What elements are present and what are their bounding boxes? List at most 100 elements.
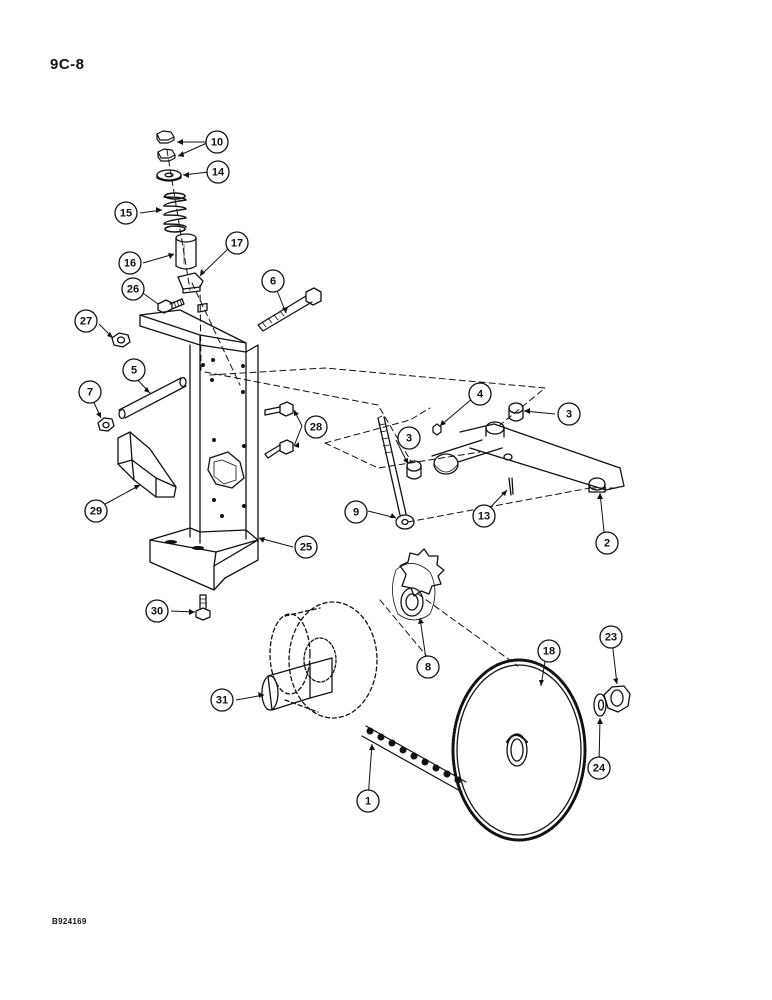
callout-number: 10 [211, 137, 223, 149]
callout-5-shaft: 5 [122, 358, 146, 382]
washer-part [156, 169, 182, 182]
idler-sprocket-part [392, 548, 445, 621]
callout-circle [225, 231, 249, 255]
callout-circle [304, 415, 328, 439]
callout-number: 29 [90, 506, 102, 518]
callout-14-washer: 14 [206, 160, 230, 184]
spacer-part [175, 233, 197, 270]
callout-23-hex-nut: 23 [599, 625, 623, 649]
callout-number: 5 [131, 365, 137, 377]
assembly-guide-lines [166, 149, 621, 667]
callout-circle [537, 639, 561, 663]
callout-number: 28 [310, 422, 322, 434]
callout-circle [294, 535, 318, 559]
leader-arrowheads [96, 139, 618, 750]
callout-2-idler-arm: 2 [595, 531, 619, 555]
callout-16-spacer: 16 [118, 251, 142, 275]
callout-circle [114, 201, 138, 225]
callout-circle [397, 426, 421, 450]
callout-number: 24 [593, 763, 606, 775]
callout-number: 26 [127, 284, 139, 296]
callout-15-spring: 15 [114, 201, 138, 225]
callout-28-cap-screws: 28 [304, 415, 328, 439]
callout-circle [122, 358, 146, 382]
roller-chain-part [361, 725, 467, 793]
long-bolt [257, 287, 322, 332]
bracket-cutout [207, 451, 245, 489]
callout-29-shield: 29 [84, 499, 108, 523]
callout-circle [557, 402, 581, 426]
eye-bolt-part [377, 415, 415, 530]
callout-number: 31 [216, 695, 228, 707]
callout-number: 2 [604, 538, 610, 550]
mounting-bracket [139, 302, 259, 591]
hex-nut-23 [603, 685, 631, 713]
callout-9-eye-bolt: 9 [344, 500, 368, 524]
cotter-pin-part [508, 477, 514, 496]
callout-number: 1 [365, 796, 371, 808]
callout-25-mounting-bracket: 25 [294, 535, 318, 559]
callout-10-jam-nuts: 10 [205, 130, 229, 154]
callout-4-grease-fitting: 4 [468, 382, 492, 406]
callout-number: 18 [543, 646, 555, 658]
callout-circle [206, 160, 230, 184]
callout-26-cap-screw: 26 [121, 277, 145, 301]
callout-number: 3 [566, 409, 572, 421]
callout-number: 27 [80, 316, 92, 328]
cap-screw-26 [157, 298, 185, 314]
shield-part [117, 431, 177, 498]
callout-number: 14 [212, 167, 225, 179]
cap-screw-30 [195, 594, 211, 621]
callout-circle [472, 504, 496, 528]
cap-screw-28-lower [264, 439, 294, 459]
callout-circle [356, 789, 380, 813]
document-code: B924169 [52, 917, 87, 926]
callout-30-cap-screw: 30 [145, 599, 169, 623]
callout-circle [210, 688, 234, 712]
callout-circle [74, 309, 98, 333]
callout-1-roller-chain: 1 [356, 789, 380, 813]
callout-number: 8 [425, 662, 431, 674]
cap-screw-28-upper [264, 401, 294, 417]
callout-number: 25 [300, 542, 312, 554]
callout-number: 6 [270, 276, 276, 288]
callout-number: 16 [124, 258, 136, 270]
callout-number: 3 [406, 433, 412, 445]
callout-24-lock-washer: 24 [587, 756, 611, 780]
callout-number: 9 [353, 507, 359, 519]
callout-circle [595, 531, 619, 555]
jam-nut-top [156, 130, 176, 162]
callout-circle [468, 382, 492, 406]
callout-27-nut: 27 [74, 309, 98, 333]
plate-part [177, 272, 204, 294]
bushing-lower-part [406, 460, 422, 480]
leader-lines [90, 141, 618, 800]
callout-number: 4 [477, 389, 484, 401]
bracket-holes [165, 358, 246, 550]
callout-circle [344, 500, 368, 524]
spring-part [163, 192, 187, 233]
callout-8-idler-sprocket: 8 [416, 655, 440, 679]
callout-number: 13 [478, 511, 490, 523]
callout-circle [205, 130, 229, 154]
callout-number: 30 [151, 606, 163, 618]
callout-6-bolt-long: 6 [261, 269, 285, 293]
callout-13-cotter-pin: 13 [472, 504, 496, 528]
callout-3-bushing-lower: 3 [397, 426, 421, 450]
bushing-upper-part [508, 402, 524, 422]
callout-circle [121, 277, 145, 301]
nut-7 [97, 417, 115, 432]
callout-18-large-sprocket: 18 [537, 639, 561, 663]
callout-number: 7 [87, 387, 93, 399]
grease-fitting-part [432, 423, 442, 436]
callout-circle [78, 380, 102, 404]
callout-circle [599, 625, 623, 649]
callout-number: 17 [231, 238, 243, 250]
callout-circle [416, 655, 440, 679]
callout-31-clutch-hub: 31 [210, 688, 234, 712]
clutch-hub-part [261, 601, 378, 719]
large-sprocket-part [451, 658, 587, 842]
lock-washer-24 [593, 693, 607, 717]
page-reference: 9C-8 [50, 56, 85, 73]
